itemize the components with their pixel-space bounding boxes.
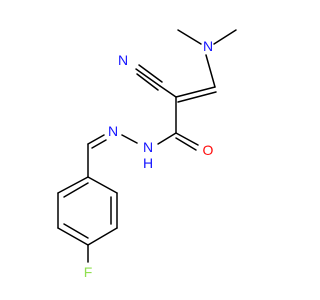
nme2-methyl-right-bond — [213, 29, 237, 45]
molecule-diagram: N N O N N H F — [57, 29, 237, 280]
carbonyl-to-amide-n-bond — [157, 132, 177, 145]
fluorine-label: F — [84, 264, 93, 280]
ring-bond-3 — [87, 227, 118, 246]
ring-inner-bond-2 — [63, 223, 89, 239]
carbonyl-double-bond-2 — [175, 137, 197, 151]
ring-bond-1 — [87, 176, 118, 194]
hydrazone-double-bond-2 — [91, 139, 107, 149]
nme2-methyl-left-bond — [177, 29, 202, 45]
hydrazone-double-bond-1 — [87, 134, 105, 145]
n-n-bond — [121, 134, 138, 144]
ring-inner-bond-3 — [63, 182, 89, 198]
alkene-double-bond-1 — [175, 86, 216, 98]
amide-nitrogen-label: N — [143, 139, 153, 155]
cyano-nitrogen-label: N — [118, 52, 128, 68]
atom-label-layer: N N O N N H F — [84, 38, 214, 280]
carbonyl-oxygen-label: O — [203, 142, 214, 158]
nitrile-triple-bond-2 — [136, 73, 159, 91]
nitrile-triple-bond-3 — [138, 64, 163, 83]
nitrile-triple-bond-1 — [135, 68, 161, 87]
bond-layer — [57, 29, 237, 263]
hydrazone-nitrogen-label: N — [108, 123, 118, 139]
alkene-double-bond-2 — [177, 91, 217, 103]
vinyl-to-nme2-bond — [205, 54, 216, 88]
dimethylamino-nitrogen-label: N — [203, 38, 213, 54]
cyano-to-alpha-carbon-bond — [159, 85, 177, 98]
amide-hydrogen-label: H — [143, 155, 153, 171]
carbonyl-double-bond-1 — [175, 132, 199, 146]
ring-bond-4 — [57, 227, 89, 246]
ring-bond-6 — [57, 176, 89, 194]
